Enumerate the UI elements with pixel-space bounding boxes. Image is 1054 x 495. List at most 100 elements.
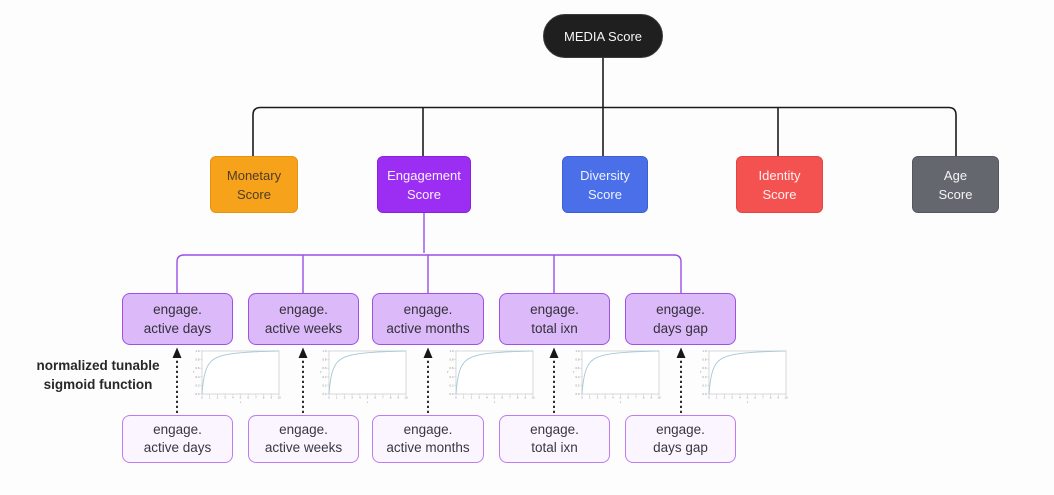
- sigmoid-label-line: sigmoid function: [43, 377, 153, 392]
- svg-text:0.8: 0.8: [702, 358, 707, 362]
- node-label-line: active months: [386, 440, 470, 455]
- node-label-line: total ixn: [531, 440, 578, 455]
- svg-text:1.0: 1.0: [449, 349, 454, 353]
- svg-text:9: 9: [524, 396, 526, 400]
- node-label-line: Monetary: [226, 167, 282, 183]
- svg-text:x: x: [240, 400, 242, 404]
- node-label-line: engage.: [530, 302, 579, 317]
- svg-text:5: 5: [240, 396, 242, 400]
- svg-text:0.2: 0.2: [702, 383, 707, 387]
- node-label-line: active weeks: [264, 321, 343, 336]
- svg-text:x: x: [620, 400, 622, 404]
- svg-text:0.4: 0.4: [702, 375, 707, 379]
- node-label-line: engage.: [656, 422, 705, 437]
- svg-text:x: x: [494, 400, 496, 404]
- svg-text:6: 6: [247, 396, 249, 400]
- svg-text:7: 7: [382, 396, 384, 400]
- svg-text:y: y: [320, 370, 322, 374]
- svg-text:7: 7: [509, 396, 511, 400]
- node-label-line: Score: [407, 186, 441, 202]
- node-label-line: engage.: [279, 302, 328, 317]
- svg-text:0: 0: [201, 396, 203, 400]
- svg-text:2: 2: [597, 396, 599, 400]
- node-engage-days-gap: engage. days gap: [625, 293, 736, 345]
- svg-text:5: 5: [494, 396, 496, 400]
- svg-text:10: 10: [657, 396, 661, 400]
- input-engage-total-ixn: engage. total ixn: [499, 415, 610, 463]
- node-engage-total-ixn: engage. total ixn: [499, 293, 610, 345]
- svg-text:y: y: [447, 370, 449, 374]
- node-label-line: engage.: [153, 302, 202, 317]
- node-label-line: active weeks: [264, 440, 343, 455]
- svg-text:0.8: 0.8: [322, 358, 327, 362]
- sigmoid-dashed-arrows: [172, 347, 686, 413]
- svg-text:0.2: 0.2: [322, 383, 327, 387]
- svg-text:y: y: [573, 370, 575, 374]
- media-score-label: MEDIA Score: [563, 28, 643, 44]
- node-engage-active-months: engage. active months: [372, 293, 484, 345]
- svg-text:0.6: 0.6: [449, 366, 454, 370]
- svg-text:2: 2: [724, 396, 726, 400]
- svg-text:8: 8: [770, 396, 772, 400]
- svg-text:3: 3: [224, 396, 226, 400]
- svg-text:1: 1: [716, 396, 718, 400]
- svg-text:3: 3: [478, 396, 480, 400]
- svg-text:6: 6: [374, 396, 376, 400]
- svg-text:10: 10: [277, 396, 281, 400]
- svg-text:3: 3: [731, 396, 733, 400]
- svg-text:0.4: 0.4: [195, 375, 200, 379]
- svg-text:8: 8: [390, 396, 392, 400]
- svg-text:1.0: 1.0: [322, 349, 327, 353]
- svg-text:y: y: [700, 370, 702, 374]
- node-media-score: MEDIA Score: [543, 14, 663, 58]
- svg-text:4: 4: [232, 396, 234, 400]
- svg-text:9: 9: [777, 396, 779, 400]
- node-diversity-score: Diversity Score: [562, 156, 648, 213]
- node-label-line: Engagement: [387, 167, 461, 183]
- node-label-line: engage.: [153, 422, 202, 437]
- svg-text:10: 10: [404, 396, 408, 400]
- input-engage-active-days: engage. active days: [122, 415, 233, 463]
- node-label-line: Score: [588, 186, 622, 202]
- svg-text:6: 6: [627, 396, 629, 400]
- svg-text:0.8: 0.8: [449, 358, 454, 362]
- svg-text:1: 1: [589, 396, 591, 400]
- sigmoid-function-label: normalized tunable sigmoid function: [18, 356, 178, 394]
- svg-text:0.6: 0.6: [195, 366, 200, 370]
- svg-text:9: 9: [270, 396, 272, 400]
- svg-text:2: 2: [217, 396, 219, 400]
- node-label-line: Identity: [758, 167, 801, 183]
- svg-text:0.2: 0.2: [575, 383, 580, 387]
- sigmoid-label-line: normalized tunable: [36, 358, 160, 373]
- svg-text:8: 8: [517, 396, 519, 400]
- root-tree-connector: [252, 58, 957, 156]
- node-label-line: engage.: [403, 302, 453, 317]
- input-engage-active-weeks: engage. active weeks: [248, 415, 359, 463]
- svg-text:0.4: 0.4: [449, 375, 454, 379]
- node-label-line: engage.: [403, 422, 453, 437]
- input-engage-days-gap: engage. days gap: [625, 415, 736, 463]
- node-age-score: Age Score: [912, 156, 999, 213]
- node-label-line: active days: [143, 440, 212, 455]
- svg-text:2: 2: [471, 396, 473, 400]
- node-label-line: Diversity: [580, 167, 630, 183]
- svg-text:1: 1: [463, 396, 465, 400]
- node-label-line: days gap: [653, 440, 708, 455]
- svg-text:3: 3: [351, 396, 353, 400]
- svg-text:6: 6: [754, 396, 756, 400]
- svg-text:5: 5: [747, 396, 749, 400]
- svg-text:7: 7: [255, 396, 257, 400]
- svg-text:5: 5: [367, 396, 369, 400]
- node-label-line: engage.: [656, 302, 705, 317]
- svg-text:8: 8: [643, 396, 645, 400]
- svg-text:7: 7: [635, 396, 637, 400]
- svg-text:0.4: 0.4: [575, 375, 580, 379]
- svg-text:3: 3: [604, 396, 606, 400]
- svg-text:9: 9: [650, 396, 652, 400]
- svg-text:0.6: 0.6: [575, 366, 580, 370]
- node-label-line: Score: [762, 186, 797, 202]
